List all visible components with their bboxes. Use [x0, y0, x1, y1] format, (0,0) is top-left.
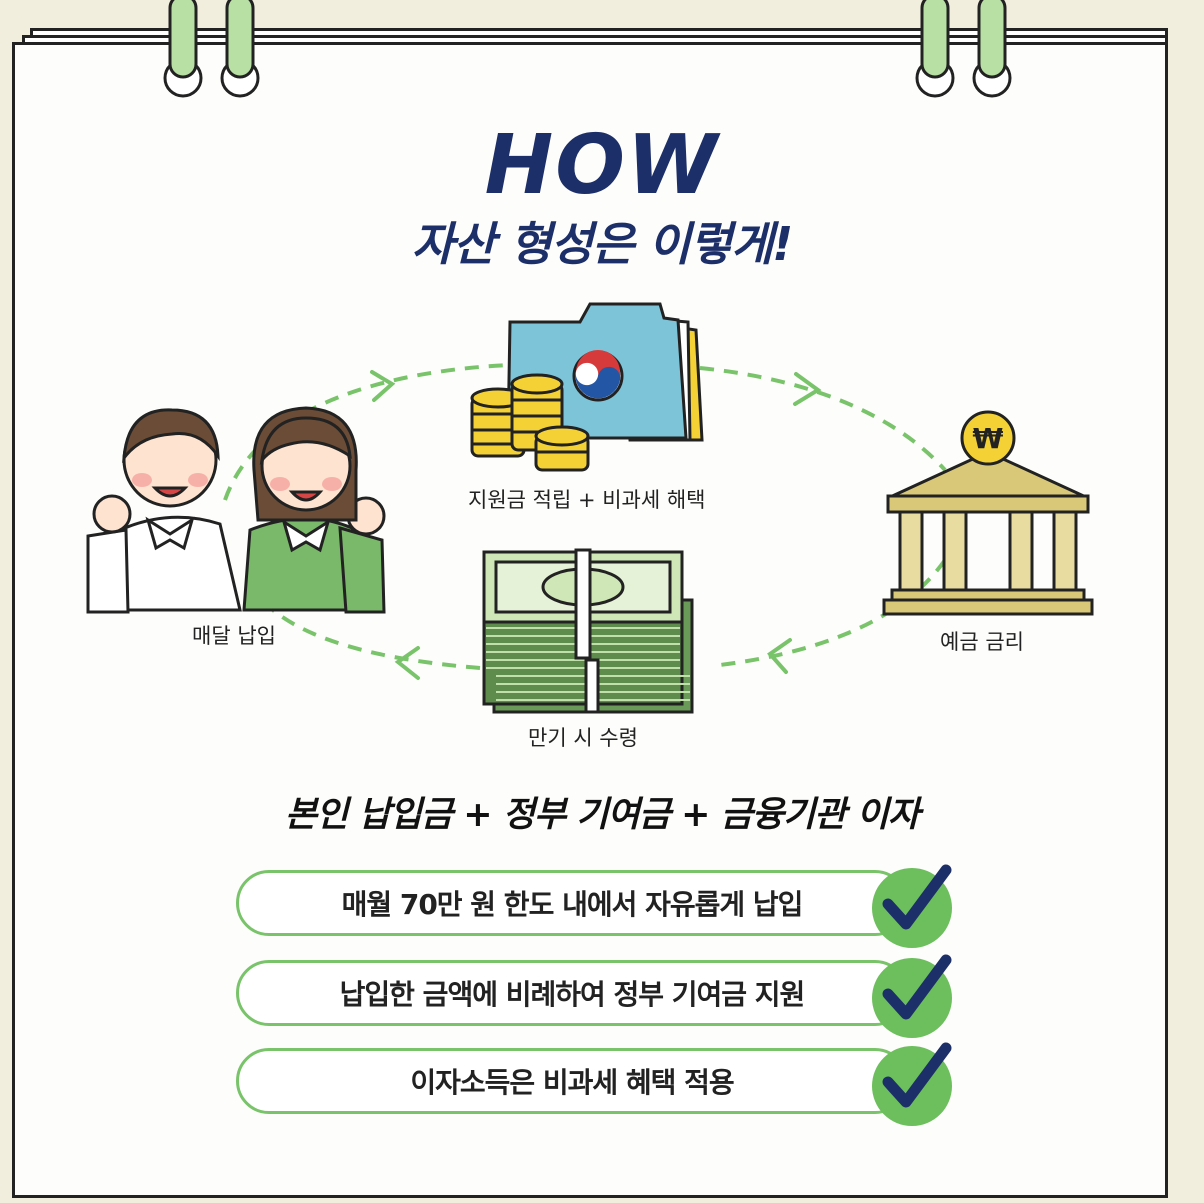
caption-support: 지원금 적립 + 비과세 해택 [468, 488, 706, 512]
checklist-item: 이자소득은 비과세 혜택 적용 [236, 1048, 908, 1114]
caption-interest: 예금 금리 [940, 630, 1024, 654]
ring-icon [972, 0, 1012, 98]
checklist-item: 매월 70만 원 한도 내에서 자유롭게 납입 [236, 870, 908, 936]
page-subtitle: 자산 형성은 이렇게! [411, 217, 794, 271]
checklist-item: 납입한 금액에 비례하여 정부 기여금 지원 [236, 960, 908, 1026]
check-icon [872, 954, 952, 1038]
ring-icon [915, 0, 955, 98]
arrow-icon [394, 646, 420, 680]
coins-icon [470, 373, 590, 472]
arrow-icon [793, 372, 822, 406]
caption-monthly: 매달 납입 [192, 624, 276, 648]
bank-icon [882, 450, 1094, 616]
check-icon [872, 864, 952, 948]
people-illustration [86, 406, 386, 614]
arrow-icon [370, 370, 396, 402]
won-icon: ₩ [960, 410, 1016, 466]
money-stack-icon [482, 548, 694, 714]
cycle-path [223, 363, 947, 670]
formula-heading: 본인 납입금 + 정부 기여금 + 금융기관 이자 [284, 795, 920, 835]
svg-text:₩: ₩ [973, 422, 1004, 455]
arrow-icon [767, 638, 792, 674]
ring-icon [220, 0, 260, 98]
ring-icon [163, 0, 203, 98]
caption-maturity: 만기 시 수령 [528, 726, 638, 750]
page-title: HOW [484, 118, 720, 213]
check-icon [872, 1042, 952, 1126]
